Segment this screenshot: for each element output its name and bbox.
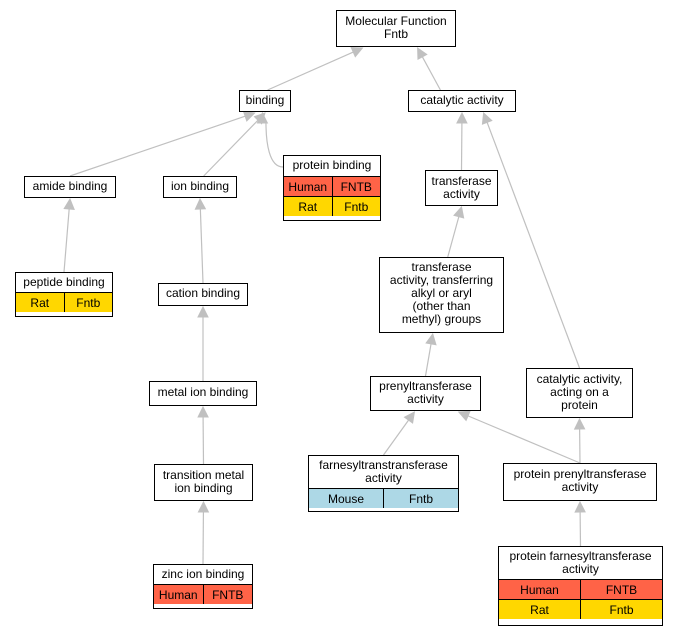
node-prenyltransferase-activity[interactable]: prenyltransferase activity: [370, 376, 481, 411]
arrowhead: [457, 410, 471, 422]
node-label: cation binding: [165, 286, 241, 300]
arrowhead: [425, 332, 437, 346]
gene-cell: FNTB: [331, 176, 380, 197]
edge-protein_binding-to-binding: [265, 122, 284, 168]
node-label: protein prenyltransferase activity: [513, 467, 647, 494]
arrowhead: [197, 405, 209, 418]
node-transferase-activity[interactable]: transferase activity: [425, 170, 498, 206]
node-label: transferase activity, transferring alkyl…: [389, 260, 494, 326]
species-cell: Mouse: [309, 488, 384, 508]
arrowhead: [453, 205, 465, 219]
annotation-row-rat: Rat Fntb: [499, 599, 662, 619]
node-catalytic-activity-on-protein[interactable]: catalytic activity, acting on a protein: [526, 368, 633, 418]
arrowhead: [242, 110, 256, 122]
arrowhead: [197, 500, 210, 513]
arrowhead: [481, 111, 493, 125]
annotation-row-rat: Rat Fntb: [284, 196, 380, 216]
node-label: transition metal ion binding: [162, 468, 245, 495]
edge-prenyltransferase-to-transferring: [424, 343, 432, 377]
node-label: transferase activity: [431, 174, 492, 201]
arrowhead: [574, 500, 586, 513]
gene-cell: Fntb: [331, 196, 380, 216]
node-peptide-binding[interactable]: peptide binding Rat Fntb: [15, 272, 113, 317]
node-molecular-function[interactable]: Molecular Function Fntb: [336, 10, 456, 47]
node-protein-binding[interactable]: protein binding Human FNTB Rat Fntb: [283, 155, 381, 221]
node-label: Molecular Function Fntb: [345, 14, 447, 41]
node-label: binding: [245, 93, 285, 107]
gene-cell: Fntb: [383, 488, 458, 508]
annotation-row-mouse: Mouse Fntb: [309, 488, 458, 508]
species-cell: Human: [499, 579, 581, 600]
edge-catalytic-to-root: [421, 56, 441, 91]
edge-peptide-to-amide: [63, 208, 70, 273]
arrowhead: [573, 417, 586, 430]
node-label: catalytic activity, acting on a protein: [536, 372, 623, 412]
species-cell: Human: [154, 584, 203, 604]
gene-cell: Fntb: [580, 599, 662, 619]
arrowhead: [350, 46, 364, 58]
edge-cat_protein-to-catalytic: [486, 122, 581, 369]
edge-protein_prenyl-to-prenyltransferase: [467, 415, 581, 464]
annotation-table: Mouse Fntb: [309, 488, 458, 508]
node-zinc-ion-binding[interactable]: zinc ion binding Human FNTB: [153, 564, 253, 609]
node-metal-ion-binding[interactable]: metal ion binding: [149, 381, 257, 406]
node-label: catalytic activity: [420, 93, 504, 107]
species-cell: Rat: [284, 196, 332, 216]
node-label: farnesyltranstransferase activity: [319, 458, 448, 485]
annotation-table: Rat Fntb: [16, 292, 112, 312]
node-farnesyltranstransferase-activity[interactable]: farnesyltranstransferase activity Mouse …: [308, 455, 459, 512]
node-label: ion binding: [170, 179, 230, 193]
edge-farnesyl_trans-to-prenyltransferase: [383, 419, 410, 456]
node-binding[interactable]: binding: [239, 90, 291, 112]
node-transferase-alkyl-aryl[interactable]: transferase activity, transferring alkyl…: [379, 257, 504, 333]
species-cell: Rat: [16, 292, 64, 312]
arrowhead: [63, 197, 75, 210]
node-cation-binding[interactable]: cation binding: [158, 283, 248, 306]
edge-ion-to-binding: [203, 119, 259, 177]
arrowhead: [403, 411, 416, 424]
annotation-row-human: Human FNTB: [499, 579, 662, 600]
species-cell: Rat: [499, 599, 581, 619]
edge-amide-to-binding: [69, 115, 246, 177]
node-ion-binding[interactable]: ion binding: [163, 176, 237, 198]
arrowhead: [197, 305, 209, 318]
node-amide-binding[interactable]: amide binding: [24, 176, 116, 198]
gene-cell: Fntb: [63, 292, 112, 312]
annotation-row-human: Human FNTB: [284, 176, 380, 197]
node-label: protein farnesyltransferase activity: [509, 549, 652, 576]
arrowhead: [194, 197, 207, 210]
arrowhead: [456, 111, 468, 124]
node-protein-farnesyltransferase-activity[interactable]: protein farnesyltransferase activity Hum…: [498, 546, 663, 626]
annotation-table: Human FNTB: [154, 584, 252, 604]
node-label: peptide binding: [23, 275, 105, 289]
edge-transferring-to-transferase: [447, 216, 460, 258]
node-protein-prenyltransferase-activity[interactable]: protein prenyltransferase activity: [503, 463, 657, 501]
arrowhead: [256, 111, 269, 124]
arrowhead: [417, 47, 428, 60]
annotation-row-rat: Rat Fntb: [16, 292, 112, 312]
edge-binding-to-root: [267, 51, 354, 91]
species-cell: Human: [284, 176, 332, 197]
annotation-table: Human FNTB Rat Fntb: [284, 176, 380, 216]
node-catalytic-activity[interactable]: catalytic activity: [408, 90, 516, 112]
node-label: amide binding: [32, 179, 108, 193]
node-label: zinc ion binding: [161, 567, 245, 581]
gene-cell: FNTB: [580, 579, 662, 600]
node-label: metal ion binding: [157, 385, 249, 399]
annotation-row-human: Human FNTB: [154, 584, 252, 604]
node-label: prenyltransferase activity: [379, 379, 472, 406]
gene-cell: FNTB: [202, 584, 252, 604]
edge-cation-to-ion: [199, 208, 204, 284]
annotation-table: Human FNTB Rat Fntb: [499, 579, 662, 619]
node-transition-metal-ion-binding[interactable]: transition metal ion binding: [154, 464, 253, 501]
node-label: protein binding: [292, 158, 372, 172]
